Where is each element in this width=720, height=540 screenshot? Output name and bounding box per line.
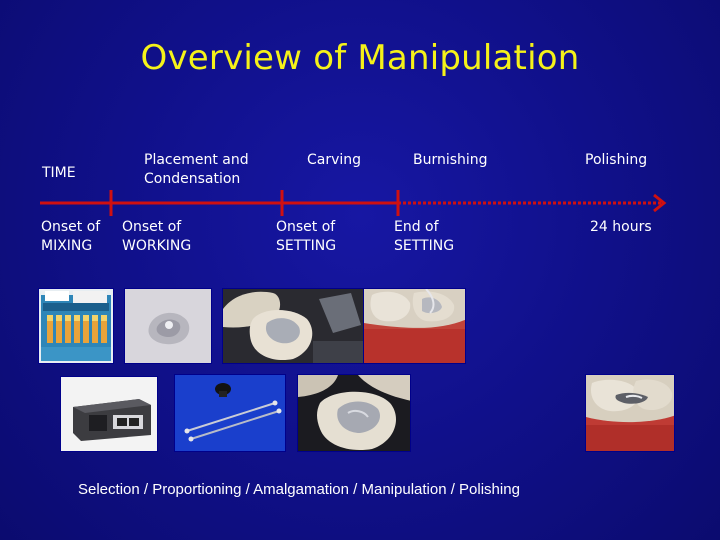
photo-tooth-condensation: [222, 288, 366, 364]
event-label-line2: MIXING: [41, 238, 93, 254]
photo-capsules-box: [38, 288, 114, 364]
process-caption: Selection / Proportioning / Amalgamation…: [78, 481, 520, 498]
event-label-line1: Onset of: [41, 219, 101, 235]
stage-label-line1: Placement and: [144, 152, 249, 168]
event-label-line1: End of: [394, 219, 439, 235]
event-label-line2: WORKING: [122, 238, 192, 254]
event-label-working: Onset of WORKING: [122, 218, 191, 256]
timeline-arrowhead: [653, 193, 667, 213]
event-label-line2: SETTING: [276, 238, 337, 254]
stage-label-burnishing: Burnishing: [413, 151, 488, 170]
stage-label-carving: Carving: [307, 151, 361, 170]
stage-label-line1: Polishing: [585, 152, 648, 168]
event-label-line2: SETTING: [394, 238, 455, 254]
slide-title: Overview of Manipulation: [140, 38, 580, 78]
stage-label-polishing: Polishing: [585, 151, 647, 170]
photo-tooth-end-setting: [363, 288, 466, 364]
event-label-mixing: Onset of MIXING: [41, 218, 100, 256]
event-label-24-hours: 24 hours: [590, 218, 652, 237]
stage-label-line1: Burnishing: [413, 152, 488, 168]
time-label: TIME: [42, 165, 76, 181]
event-label-end-setting: End of SETTING: [394, 218, 454, 256]
event-label-line1: Onset of: [122, 219, 182, 235]
photo-amalgam-mass: [124, 288, 212, 364]
event-label-line1: Onset of: [276, 219, 336, 235]
photo-instruments: [174, 374, 286, 452]
photo-amalgamator: [60, 376, 158, 452]
photo-tooth-carved: [297, 374, 411, 452]
stage-label-line1: Carving: [307, 152, 362, 168]
stage-label-placement: Placement and Condensation: [144, 151, 249, 189]
photo-tooth-polished: [585, 374, 675, 452]
event-label-line1: 24 hours: [590, 219, 652, 235]
event-label-onset-setting: Onset of SETTING: [276, 218, 336, 256]
stage-label-line2: Condensation: [144, 171, 241, 187]
